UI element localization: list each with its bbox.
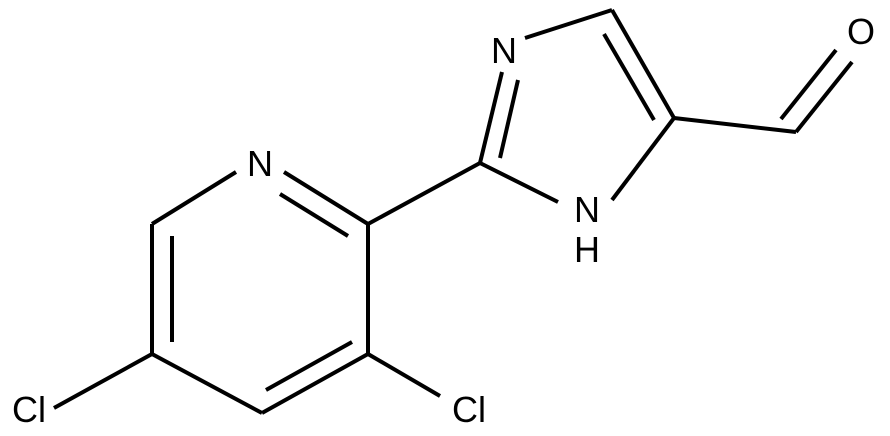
bond-c5-n1 (610, 116, 676, 202)
bond-c2-n3-inner (498, 79, 520, 159)
bond-c2-pyN-inner (278, 192, 350, 238)
aldehyde-group (673, 48, 854, 134)
bond-co-double-b (779, 48, 838, 121)
atom-label-pyridine-n: N (247, 143, 273, 184)
bond-c4-c5-inner (602, 32, 656, 122)
bond-n1-c2 (479, 161, 559, 204)
bond-c5-c4 (151, 352, 263, 415)
atom-label-imidazole-nh-h: H (574, 229, 600, 270)
bond-c4-c5 (610, 9, 676, 119)
bond-ring-link (367, 161, 481, 226)
bond-n3-c4 (524, 8, 613, 40)
atom-label-imidazole-nh-n: N (574, 189, 600, 230)
bond-c5-cl (53, 352, 153, 410)
atom-label-aldehyde-o: O (847, 11, 875, 52)
bond-c2-n3 (478, 71, 504, 164)
atom-label-chloro-right: Cl (452, 389, 486, 430)
bond-c5-cho (673, 116, 797, 134)
bond-c3-cl (366, 352, 442, 398)
bond-pyN-c6 (150, 170, 238, 226)
imidazole-ring (478, 8, 676, 204)
chloro-substituents (53, 352, 442, 410)
bond-co-double-a (794, 60, 854, 134)
bond-c2-pyN (282, 170, 370, 226)
bond-c4-c3 (261, 352, 369, 415)
pyridine-ring (150, 170, 370, 415)
atom-label-imidazole-n: N (491, 30, 517, 71)
bond-c4-c3-inner (265, 340, 353, 392)
atom-label-chloro-left: Cl (12, 389, 46, 430)
